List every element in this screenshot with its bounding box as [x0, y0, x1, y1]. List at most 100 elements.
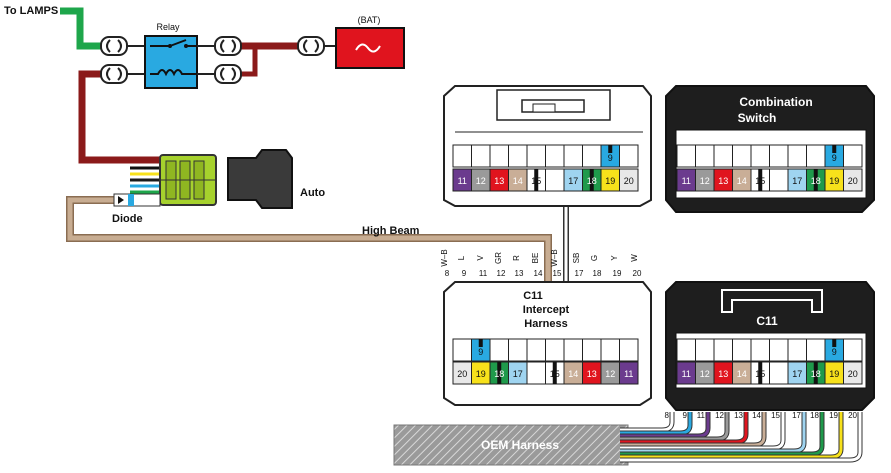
pin-number: 19 — [829, 176, 839, 186]
pin-number: 18 — [587, 176, 597, 186]
pin-number: 14 — [568, 369, 578, 379]
oem-pin-number: 18 — [810, 411, 819, 420]
pin-cell — [769, 338, 789, 385]
pin-number: 18 — [811, 176, 821, 186]
pin-number: 15 — [755, 369, 765, 379]
pin-column-number: 12 — [497, 269, 506, 278]
pin-number: 14 — [737, 369, 747, 379]
oem-pin-number: 19 — [829, 411, 838, 420]
pin-number: 20 — [624, 176, 634, 186]
pin-cell: 17 — [787, 338, 807, 385]
wire-code: GR — [494, 252, 503, 264]
wire-code: W–B — [550, 249, 559, 266]
pin-number: 9 — [832, 347, 837, 357]
pin-number: 19 — [605, 176, 615, 186]
pin-cell: 199 — [600, 144, 620, 192]
pin-cell: 11 — [676, 338, 696, 385]
pin-number: 15 — [550, 369, 560, 379]
c11-intercept-title-2: Intercept — [523, 304, 570, 316]
auto-module[interactable] — [227, 149, 293, 209]
pin-cell: 20 — [843, 144, 863, 192]
pin-number: 13 — [587, 369, 597, 379]
pin-cell: 14 — [732, 338, 752, 385]
pin-cell — [526, 338, 546, 385]
wire-code: W–B — [440, 249, 449, 266]
pin-cell: 17 — [508, 338, 528, 385]
pin-cell: 13 — [713, 338, 733, 385]
pin-number: 15 — [531, 176, 541, 186]
pin-cell: 19 9 — [824, 338, 844, 385]
pin-number: 14 — [737, 176, 747, 186]
battery-fuse[interactable] — [335, 27, 405, 69]
pin-cell: 14 — [563, 338, 583, 385]
pin-number: 12 — [700, 369, 710, 379]
oem-pin-number: 8 — [665, 411, 670, 420]
pin-cell: 12 — [600, 338, 620, 385]
to-lamps-wire — [60, 7, 103, 50]
pin-cell: 19 9 — [824, 144, 844, 192]
harness-plug[interactable] — [159, 154, 217, 206]
pin-number: 11 — [682, 176, 691, 186]
coil-wire — [78, 70, 160, 164]
wire-code: W — [630, 254, 639, 262]
pin-number: 20 — [848, 369, 858, 379]
pin-cell: 20 — [619, 144, 639, 192]
pin-number: 13 — [718, 176, 728, 186]
pin-number: 9 — [832, 153, 837, 163]
pin-number: 18 — [811, 369, 821, 379]
pin-cell: 15 — [750, 338, 770, 385]
pin-cell: 15 — [750, 144, 770, 192]
diode-label: Diode — [112, 213, 143, 225]
wire-code: L — [457, 255, 466, 260]
pin-cell: 12 — [695, 338, 715, 385]
pin-number: 17 — [513, 369, 523, 379]
pin-cell: 11 — [452, 144, 472, 192]
pin-column-number: 14 — [534, 269, 543, 278]
pin-number: 13 — [718, 369, 728, 379]
pin-cell: 12 — [695, 144, 715, 192]
oem-pin-number: 17 — [792, 411, 801, 420]
pin-column-number: 11 — [479, 269, 488, 278]
pin-number: 14 — [513, 176, 523, 186]
wire-code: SB — [572, 253, 581, 264]
wire-code: R — [512, 255, 521, 261]
pin-column-number: 19 — [613, 269, 622, 278]
pin-number: 20 — [848, 176, 858, 186]
plug-wires — [130, 166, 160, 194]
pin-number: 13 — [494, 176, 504, 186]
pin-cell: 18 — [489, 338, 509, 385]
relay[interactable] — [144, 35, 198, 89]
pin-column-number: 13 — [515, 269, 524, 278]
pin-cell: 20 — [452, 338, 472, 385]
c11-oem-title: C11 — [756, 314, 778, 328]
relay-connectors-left — [100, 36, 145, 84]
oem-pin-number: 20 — [848, 411, 857, 420]
combination-switch-title-1: Combination — [739, 95, 812, 109]
combination-switch-title-2: Switch — [738, 111, 777, 125]
diode — [113, 193, 161, 207]
pin-number: 15 — [755, 176, 765, 186]
high-beam-label: High Beam — [362, 225, 420, 237]
pin-column-number: 18 — [593, 269, 602, 278]
pin-cell: 14 — [508, 144, 528, 192]
pin-number: 18 — [494, 369, 504, 379]
oem-harness-wires — [620, 412, 863, 463]
c11-intercept-title-3: Harness — [524, 318, 567, 330]
pin-number: 19 — [829, 369, 839, 379]
to-lamps-label: To LAMPS — [4, 5, 58, 17]
relay-label: Relay — [156, 22, 180, 32]
oem-pin-number: 14 — [752, 411, 761, 420]
pin-cell: 11 — [676, 144, 696, 192]
pin-number: 19 — [476, 369, 486, 379]
wire-code: Y — [610, 255, 619, 261]
pin-cell: 14 — [732, 144, 752, 192]
wire-code: V — [476, 255, 485, 261]
pin-column-number: 15 — [553, 269, 562, 278]
pin-number: 11 — [458, 176, 467, 186]
pin-number: 12 — [605, 369, 615, 379]
